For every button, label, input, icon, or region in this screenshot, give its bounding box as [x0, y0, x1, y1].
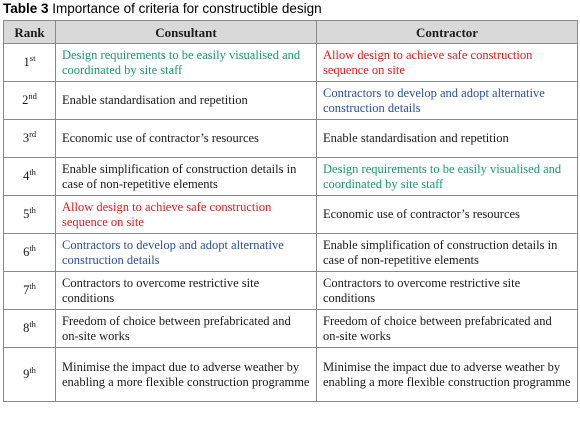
consultant-cell: Minimise the impact due to adverse weath…: [55, 347, 317, 402]
consultant-header: Consultant: [55, 20, 317, 44]
rank-number: 8: [23, 321, 30, 335]
header-row: Rank Consultant Contractor: [3, 20, 578, 44]
contractor-cell: Contractors to overcome restrictive site…: [316, 271, 578, 310]
rank-cell: 8th: [3, 309, 56, 348]
contractor-header: Contractor: [316, 20, 578, 44]
rank-cell: 5th: [3, 195, 56, 234]
contractor-cell: Economic use of contractor’s resources: [316, 195, 578, 234]
consultant-cell: Allow design to achieve safe constructio…: [55, 195, 317, 234]
contractor-cell: Minimise the impact due to adverse weath…: [316, 347, 578, 402]
consultant-cell: Enable standardisation and repetition: [55, 81, 317, 120]
rank-header: Rank: [3, 20, 56, 44]
consultant-cell: Enable simplification of construction de…: [55, 157, 317, 196]
table-label: Table 3: [3, 1, 49, 16]
consultant-cell: Economic use of contractor’s resources: [55, 119, 317, 158]
rank-cell: 7th: [3, 271, 56, 310]
rank-cell: 1st: [3, 43, 56, 82]
consultant-cell: Contractors to develop and adopt alterna…: [55, 233, 317, 272]
rank-cell: 9th: [3, 347, 56, 402]
table-title: Importance of criteria for constructible…: [52, 1, 322, 16]
rank-number: 6: [23, 245, 30, 259]
rank-suffix: th: [29, 280, 36, 291]
rank-suffix: th: [29, 364, 36, 375]
consultant-cell: Design requirements to be easily visuali…: [55, 43, 317, 82]
rank-suffix: th: [29, 204, 36, 215]
rank-suffix: rd: [29, 128, 37, 139]
contractor-cell: Contractors to develop and adopt alterna…: [316, 81, 578, 120]
contractor-cell: Enable simplification of construction de…: [316, 233, 578, 272]
rank-number: 5: [23, 207, 30, 221]
rank-cell: 3rd: [3, 119, 56, 158]
rank-cell: 2nd: [3, 81, 56, 120]
rank-number: 1: [23, 55, 30, 69]
consultant-cell: Freedom of choice between prefabricated …: [55, 309, 317, 348]
table-caption: Table 3 Importance of criteria for const…: [3, 0, 322, 18]
contractor-cell: Design requirements to be easily visuali…: [316, 157, 578, 196]
rank-suffix: nd: [28, 90, 37, 101]
rank-number: 7: [23, 283, 30, 297]
rank-cell: 6th: [3, 233, 56, 272]
rank-number: 3: [22, 131, 30, 145]
consultant-cell: Contractors to overcome restrictive site…: [55, 271, 317, 310]
rank-suffix: st: [29, 52, 36, 63]
rank-cell: 4th: [3, 157, 56, 196]
contractor-cell: Enable standardisation and repetition: [316, 119, 578, 158]
rank-suffix: th: [29, 166, 36, 177]
contractor-cell: Allow design to achieve safe constructio…: [316, 43, 578, 82]
rank-suffix: th: [29, 318, 36, 329]
rank-suffix: th: [29, 242, 36, 253]
rank-number: 2: [22, 93, 29, 107]
rank-number: 4: [23, 169, 30, 183]
contractor-cell: Freedom of choice between prefabricated …: [316, 309, 578, 348]
rank-number: 9: [23, 367, 30, 381]
